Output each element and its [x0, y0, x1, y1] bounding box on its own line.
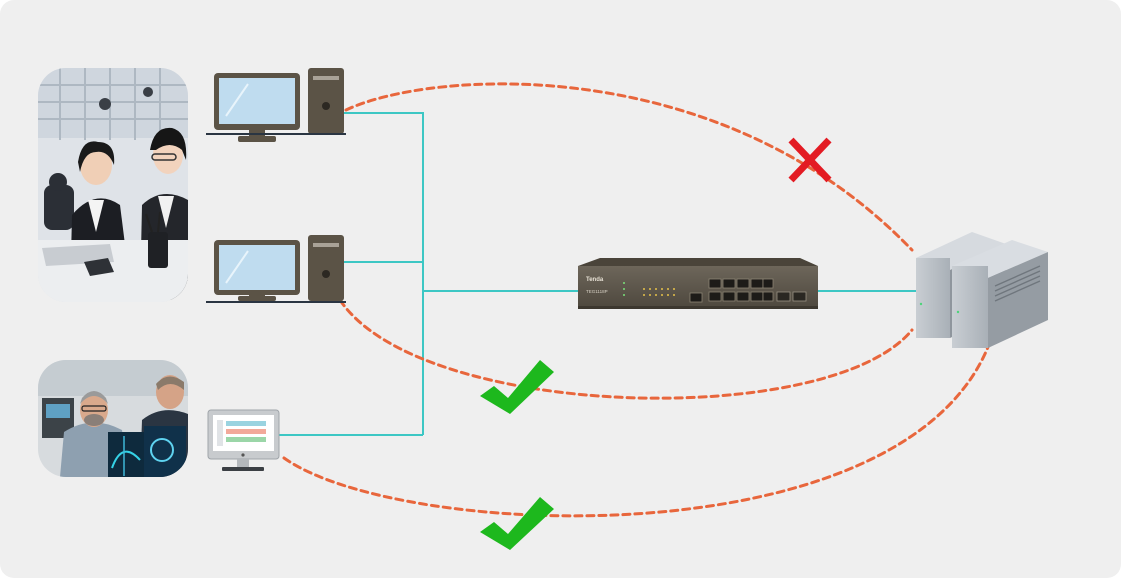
path-pc1-to-server [344, 82, 914, 252]
desktop-pc-icon [206, 235, 346, 303]
path-monitor-to-server [282, 345, 990, 518]
switch-model-label: TEG1118P [586, 289, 608, 294]
allowed-check-icon [480, 360, 554, 414]
blocked-x-icon [788, 137, 832, 183]
path-pc2-to-server [338, 298, 914, 400]
allowed-check-icon [480, 497, 554, 550]
engineers-photo [38, 360, 188, 477]
desktop-pc-icon [206, 68, 346, 142]
switch-brand-label: Tenda [586, 277, 604, 283]
monitor-icon [207, 409, 280, 471]
office-photo [38, 68, 188, 302]
cable-pc1 [344, 112, 424, 435]
network-switch-icon: Tenda TEG1118P [578, 258, 818, 309]
server-icon [916, 232, 1048, 348]
network-cables [279, 112, 918, 436]
traffic-paths [282, 82, 990, 518]
